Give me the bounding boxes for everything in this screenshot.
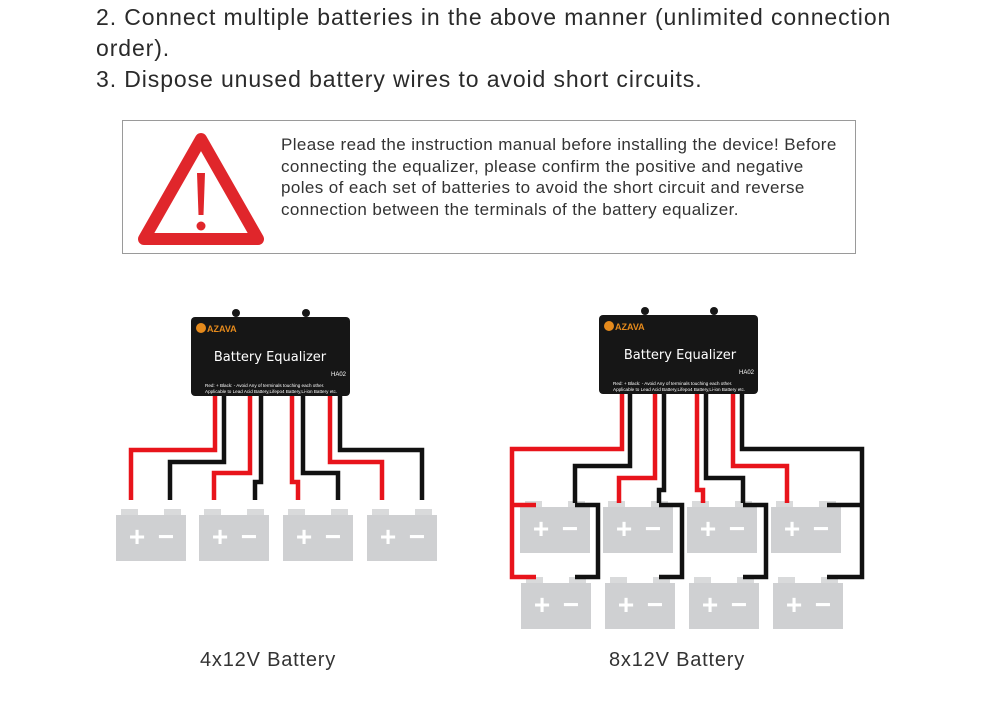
battery-plus-label: + xyxy=(296,521,312,552)
battery: + − xyxy=(367,509,437,561)
battery: + − xyxy=(689,577,759,629)
battery-minus-label: − xyxy=(563,589,579,620)
right-device-note-2: Applicable to Lead Acid Battery,Lifepo4 … xyxy=(613,387,745,392)
caption-8x12v: 8x12V Battery xyxy=(609,649,746,671)
left-device-title: Battery Equalizer xyxy=(214,350,327,365)
left-device-note-2: Applicable to Lead Acid Battery,Lifepo4 … xyxy=(205,389,337,394)
right-batteries: + − + − + − + − + − + − + xyxy=(520,501,843,629)
battery-plus-label: + xyxy=(616,513,632,544)
battery-plus-label: + xyxy=(618,589,634,620)
battery-plus-label: + xyxy=(700,513,716,544)
battery-minus-label: − xyxy=(729,513,745,544)
battery-minus-label: − xyxy=(813,513,829,544)
battery-plus-label: + xyxy=(786,589,802,620)
wiring-diagram: AZAVA Battery Equalizer HA02 Red: + Blac… xyxy=(116,307,865,629)
step-2-text: 2. Connect multiple batteries in the abo… xyxy=(96,4,892,61)
battery-minus-label: − xyxy=(409,521,425,552)
left-device-brand: AZAVA xyxy=(207,324,237,334)
battery: + − xyxy=(687,501,757,553)
battery-minus-label: − xyxy=(647,589,663,620)
battery-minus-label: − xyxy=(325,521,341,552)
battery: + − xyxy=(116,509,186,561)
left-device: AZAVA Battery Equalizer HA02 Red: + Blac… xyxy=(191,309,350,396)
warning-text: Please read the instruction manual befor… xyxy=(281,135,837,219)
battery-minus-label: − xyxy=(158,521,174,552)
instruction-steps: 2. Connect multiple batteries in the abo… xyxy=(96,2,916,95)
warning-triangle-icon xyxy=(138,133,264,245)
right-device: AZAVA Battery Equalizer HA02 Red: + Blac… xyxy=(599,307,758,394)
battery: + − xyxy=(603,501,673,553)
right-device-logo: AZAVA xyxy=(604,321,645,332)
caption-4x12v: 4x12V Battery xyxy=(200,649,337,671)
battery-plus-label: + xyxy=(784,513,800,544)
right-device-brand: AZAVA xyxy=(615,322,645,332)
battery: + − xyxy=(771,501,841,553)
left-device-model: HA02 xyxy=(331,372,347,378)
step-3-text: 3. Dispose unused battery wires to avoid… xyxy=(96,66,703,92)
battery-plus-label: + xyxy=(129,521,145,552)
right-device-model: HA02 xyxy=(739,370,755,376)
battery-plus-label: + xyxy=(534,589,550,620)
battery: + − xyxy=(283,509,353,561)
battery-plus-label: + xyxy=(380,521,396,552)
right-wires xyxy=(509,394,865,580)
battery-plus-label: + xyxy=(212,521,228,552)
left-device-logo: AZAVA xyxy=(196,323,237,334)
left-wires xyxy=(128,396,425,500)
battery-minus-label: − xyxy=(731,589,747,620)
battery-minus-label: − xyxy=(241,521,257,552)
left-batteries: + − + − + − + − xyxy=(116,509,437,561)
battery: + − xyxy=(521,577,591,629)
left-device-note-1: Red: + Black: - Avoid Any of terminals t… xyxy=(205,383,324,388)
right-device-note-1: Red: + Black: - Avoid Any of terminals t… xyxy=(613,381,732,386)
battery-minus-label: − xyxy=(645,513,661,544)
warning-box: Please read the instruction manual befor… xyxy=(122,120,856,254)
battery-minus-label: − xyxy=(562,513,578,544)
battery-minus-label: − xyxy=(815,589,831,620)
battery: + − xyxy=(520,501,590,553)
battery: + − xyxy=(199,509,269,561)
battery-plus-label: + xyxy=(702,589,718,620)
battery: + − xyxy=(605,577,675,629)
battery: + − xyxy=(773,577,843,629)
right-device-title: Battery Equalizer xyxy=(624,348,737,363)
battery-plus-label: + xyxy=(533,513,549,544)
